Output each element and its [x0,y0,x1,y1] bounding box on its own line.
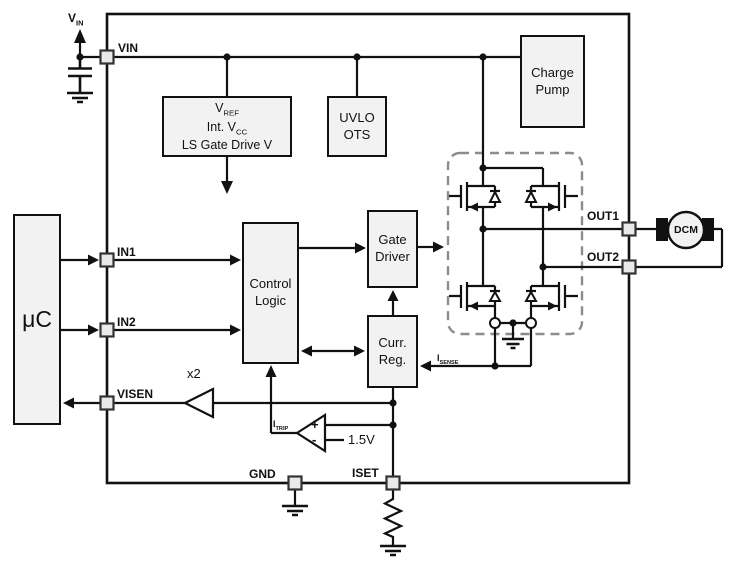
itrip-wire [269,377,297,435]
logic-currreg-arrow-right [354,345,365,357]
mosfet-ls-left-icon [449,282,502,311]
comparator-plus-sign: + [311,417,319,432]
curr-reg-line2: Reg. [378,351,407,367]
iset-pin-label: ISET [352,466,379,480]
vin-up-arrow [74,29,86,43]
gain-amplifier-icon [182,387,215,419]
out1-pin-label: OUT1 [587,209,620,223]
control-logic-block: Control Logic [242,222,299,364]
arrowheads [63,29,444,409]
out2-pin-label: OUT2 [587,250,620,264]
microcontroller-block: μC [13,214,61,425]
uvlo-line1: UVLO [339,109,375,125]
control-logic-line2: Logic [254,293,287,308]
driver-bridge-arrow [433,241,444,253]
isense-arrow [420,360,431,372]
vin-supply-label: VIN [68,11,84,28]
gain-label: x2 [187,366,201,381]
in1-logic-arrow [230,254,241,266]
gnd-pin-label: GND [249,467,276,481]
comparator-ref-label: 1.5V [348,432,375,447]
itrip-logic-arrow [265,365,277,377]
motor-label: DCM [674,224,698,236]
current-regulator-block: Curr. Reg. [367,315,418,388]
charge-pump-line2: Pump [535,81,570,97]
input-capacitor-icon [68,57,92,93]
itrip-label: ITRIP [273,419,289,432]
pin-visen [99,395,115,411]
motor-brush-right [702,218,714,241]
ground-icon [380,544,406,557]
comparator-input-wires [325,423,393,442]
vref-down-arrow [221,181,233,194]
sense-element-left-icon [489,317,501,329]
vref-line2: Int. VCC [206,119,248,137]
gate-driver-line1: Gate [378,232,407,248]
pin-in2 [99,322,115,338]
charge-pump-block: Charge Pump [520,35,585,128]
ic-boundary [105,12,631,485]
visen-pin-label: VISEN [117,387,154,401]
in2-pin-label: IN2 [117,315,136,329]
comparator-minus-sign: - [312,432,317,447]
comparator-icon [294,412,327,454]
logic-driver-arrow [355,242,366,254]
pin-gnd [287,475,303,491]
visen-arrow [63,397,74,409]
vref-line1: VREF [215,101,239,118]
pin-vin [99,49,115,65]
pin-out2 [621,259,637,275]
in2-arrow [88,324,99,336]
vref-block: VREF Int. VCC LS Gate Drive V [162,96,292,157]
sense-wires [493,306,533,366]
logic-currreg-arrow-left [301,345,312,357]
in1-pin-label: IN1 [117,245,136,259]
gate-driver-line2: Driver [375,249,410,264]
hbridge-rails [481,166,545,286]
in2-logic-arrow [230,324,241,336]
pin-out1 [621,221,637,237]
vin-pin-label: VIN [118,41,139,55]
wires [61,41,724,506]
motor-loop-wire [636,227,724,269]
mosfet-hs-right-icon [524,182,578,212]
uvlo-ots-block: UVLO OTS [327,96,387,157]
motor-brush-left [656,218,668,241]
resistor-icon [382,490,404,546]
pin-iset [385,475,401,491]
currreg-driver-arrow [387,290,399,301]
sense-element-right-icon [525,317,537,329]
control-logic-line1: Control [249,276,292,292]
hbridge-dashed-outline [446,151,584,336]
pin-in1 [99,252,115,268]
ground-icon [502,337,524,350]
microcontroller-label: μC [22,305,52,332]
charge-pump-line1: Charge [531,64,574,80]
rail-drops [225,57,485,168]
ground-icon [67,91,93,104]
mosfet-hs-left-icon [449,182,502,212]
mosfet-ls-right-icon [524,282,578,311]
gate-driver-block: Gate Driver [367,210,418,288]
uvlo-line2: OTS [343,126,371,142]
in1-arrow [88,254,99,266]
curr-reg-line1: Curr. [378,334,407,350]
motor-icon [656,210,714,250]
vref-line3: LS Gate Drive V [181,137,273,152]
isense-label: ISENSE [437,353,459,366]
junction-dots [76,53,547,429]
ground-icon [282,504,308,517]
